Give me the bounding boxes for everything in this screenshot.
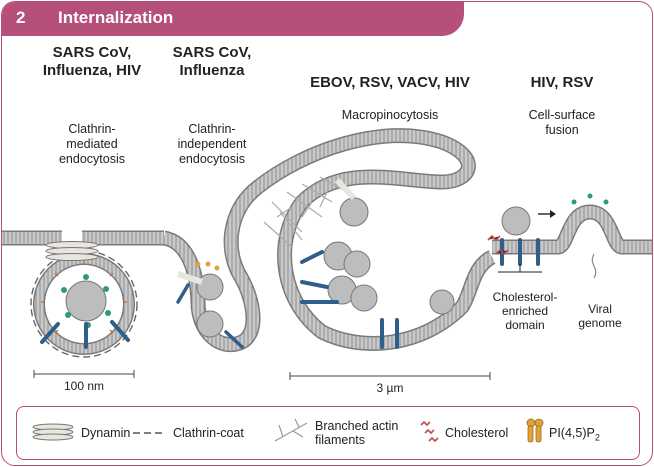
legend-pip2-text: PI(4,5)P: [549, 426, 595, 440]
panel-header: 2 Internalization: [2, 2, 464, 36]
legend-pip2-subscript: 2: [594, 432, 600, 443]
branched-actin-icon: [274, 418, 308, 442]
col1-mechanism: Clathrin- mediated endocytosis: [58, 122, 125, 166]
clathrin-independent-invagination: [161, 181, 263, 353]
col3-mechanism: Macropinocytosis: [341, 108, 439, 122]
panel-number: 2: [16, 8, 26, 27]
cholesterol-domain-label: Cholesterol- enriched domain: [492, 290, 558, 332]
dynamin-collar: [45, 241, 99, 261]
legend-clathrin-label: Clathrin-coat: [173, 426, 244, 440]
macropinocytosis-ruffle: [253, 128, 497, 351]
legend-pip2-label: PI(4,5)P2: [549, 426, 600, 445]
scale-label-100nm: 100 nm: [63, 379, 105, 393]
legend-actin-label: Branched actin filaments: [315, 419, 399, 447]
col2-viruses: SARS CoV, Influenza: [172, 44, 252, 79]
viral-genome-label: Viral genome: [578, 302, 622, 330]
scale-label-3um: 3 µm: [376, 381, 404, 395]
legend-icons: [32, 418, 544, 443]
cell-membrane-right: [487, 193, 652, 279]
legend-dynamin-label: Dynamin: [81, 426, 131, 440]
legend: Dynamin Clathrin-coat Branched actin fil…: [16, 406, 640, 460]
col1-viruses: SARS CoV, Influenza, HIV: [42, 44, 142, 79]
col4-viruses: HIV, RSV: [530, 74, 594, 91]
panel-title: Internalization: [58, 8, 174, 27]
col3-viruses: EBOV, RSV, VACV, HIV: [310, 74, 470, 91]
pip2-icon: [526, 418, 544, 443]
dynamin-icon: [32, 423, 74, 441]
cholesterol-icon: [420, 420, 439, 443]
col4-mechanism: Cell-surface fusion: [528, 108, 596, 137]
clathrin-coated-vesicle: [30, 250, 138, 358]
legend-cholesterol-label: Cholesterol: [445, 426, 509, 440]
scale-bar-left: [33, 370, 135, 378]
scale-bar-middle: [289, 372, 491, 380]
col2-mechanism: Clathrin- independent endocytosis: [177, 122, 247, 166]
